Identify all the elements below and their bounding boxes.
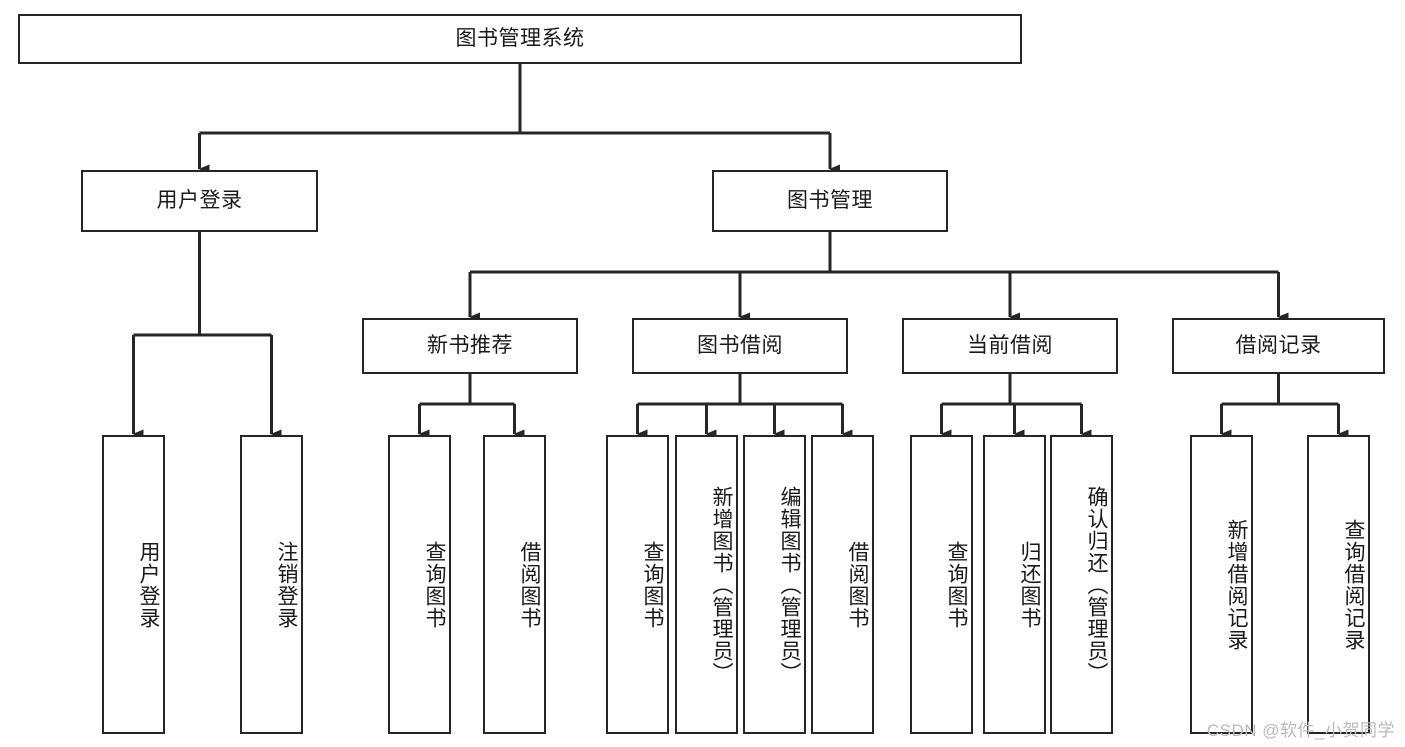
node-bookmgmt[interactable]: 图书管理 [712,170,948,232]
node-leaf-bor-1[interactable]: 查询图书 [606,435,669,734]
node-label: 借阅图书 [846,540,869,629]
node-newbook[interactable]: 新书推荐 [362,318,578,374]
node-label: 注销登录 [275,540,298,629]
node-leaf-login-2[interactable]: 注销登录 [240,435,303,734]
node-label: 查询借阅记录 [1342,518,1365,651]
node-leaf-cur-3[interactable]: 确认归还（管理员） [1050,435,1113,734]
node-label: 图书管理 [787,188,873,212]
node-leaf-cur-1[interactable]: 查询图书 [910,435,973,734]
node-label: 借阅图书 [518,540,541,629]
node-leaf-login-1[interactable]: 用户登录 [102,435,165,734]
node-label: 图书管理系统 [455,26,585,50]
node-label: 新增借阅记录 [1225,518,1248,651]
watermark: CSDN @软件_小贺同学 [1206,721,1395,740]
node-label: 图书借阅 [697,333,783,357]
node-label: 新书推荐 [427,333,513,357]
node-leaf-rec-2[interactable]: 查询借阅记录 [1307,435,1370,734]
node-current[interactable]: 当前借阅 [902,318,1118,374]
node-label: 查询图书 [945,540,968,629]
node-login[interactable]: 用户登录 [81,170,318,232]
node-leaf-bor-2[interactable]: 新增图书（管理员） [675,435,738,734]
node-label: 当前借阅 [967,333,1053,357]
node-label: 用户登录 [137,540,160,629]
node-label: 编辑图书（管理员） [778,485,801,684]
node-label: 查询图书 [641,540,664,629]
node-label: 借阅记录 [1235,333,1322,357]
node-borrow[interactable]: 图书借阅 [632,318,848,374]
node-leaf-cur-2[interactable]: 归还图书 [983,435,1046,734]
node-label: 新增图书（管理员） [710,485,733,684]
node-leaf-new-2[interactable]: 借阅图书 [483,435,546,734]
node-root[interactable]: 图书管理系统 [18,14,1022,64]
node-leaf-bor-3[interactable]: 编辑图书（管理员） [743,435,806,734]
node-leaf-bor-4[interactable]: 借阅图书 [811,435,874,734]
node-label: 用户登录 [156,188,243,212]
node-label: 查询图书 [423,540,446,629]
node-records[interactable]: 借阅记录 [1172,318,1385,374]
node-leaf-rec-1[interactable]: 新增借阅记录 [1190,435,1253,734]
node-leaf-new-1[interactable]: 查询图书 [388,435,451,734]
node-label: 确认归还（管理员） [1085,485,1108,684]
node-label: 归还图书 [1018,540,1041,629]
